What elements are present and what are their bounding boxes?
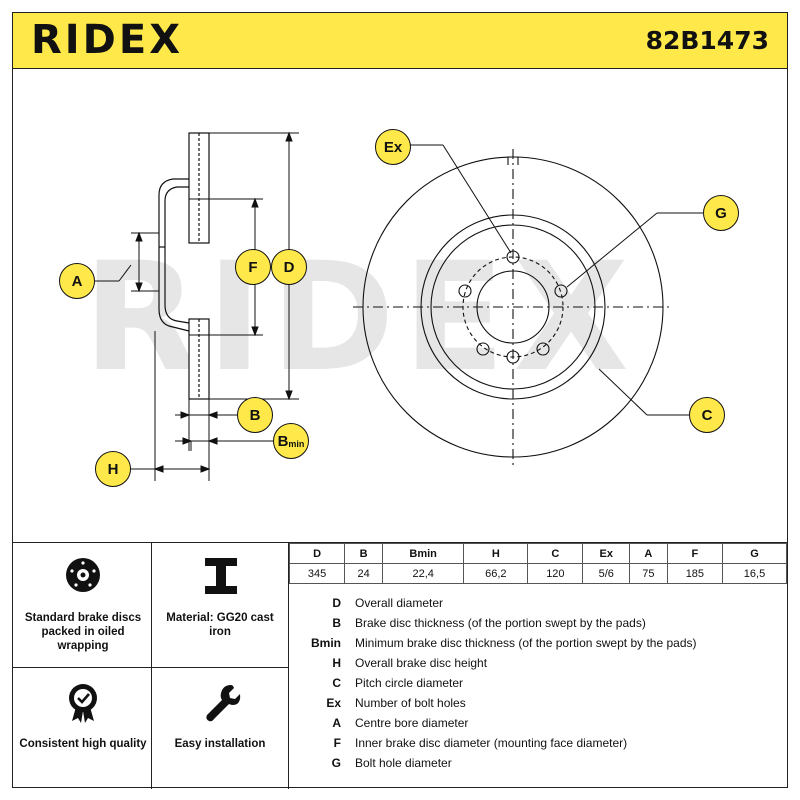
spec-value-cell: 75 bbox=[628, 563, 668, 584]
legend-row: Bmin Minimum brake disc thickness (of the… bbox=[289, 633, 787, 653]
spec-header-cell: G bbox=[721, 543, 788, 564]
grid-divider-h bbox=[13, 667, 289, 668]
legend-key: H bbox=[332, 656, 341, 670]
spec-header-cell: A bbox=[628, 543, 668, 564]
legend-desc: Bolt hole diameter bbox=[355, 756, 452, 770]
spec-header-cell: C bbox=[527, 543, 584, 564]
legend-key: B bbox=[332, 616, 341, 630]
brand-logo: RIDEX bbox=[31, 17, 184, 63]
legend-key: F bbox=[333, 736, 341, 750]
legend-desc: Centre bore diameter bbox=[355, 716, 469, 730]
watermark-logo: RIDEX bbox=[83, 231, 637, 405]
disc-front-view bbox=[353, 149, 673, 465]
legend-row: C Pitch circle diameter bbox=[289, 673, 787, 693]
legend-key: Bmin bbox=[311, 636, 341, 650]
callout-c: C bbox=[689, 397, 725, 433]
spec-header-cell: B bbox=[344, 543, 384, 564]
legend-key: A bbox=[332, 716, 341, 730]
legend-row: Ex Number of bolt holes bbox=[289, 693, 787, 713]
spec-table: D B Bmin H C Ex A F G 345 24 22,4 66,2 1… bbox=[288, 543, 788, 584]
spec-header-cell: Ex bbox=[582, 543, 630, 564]
callout-a: A bbox=[59, 263, 95, 299]
legend-row: H Overall brake disc height bbox=[289, 653, 787, 673]
legend-desc: Overall brake disc height bbox=[355, 656, 488, 670]
feature-label-wrapping: Standard brake discs packed in oiled wra… bbox=[24, 612, 142, 652]
legend-desc: Pitch circle diameter bbox=[355, 676, 464, 690]
quality-badge-icon bbox=[69, 684, 97, 723]
feature-label-quality: Consistent high quality bbox=[19, 738, 147, 750]
legend-desc: Minimum brake disc thickness (of the por… bbox=[355, 636, 697, 650]
i-beam-icon bbox=[205, 558, 237, 594]
feature-label-material: Material: GG20 cast iron bbox=[166, 612, 274, 638]
legend-desc: Overall diameter bbox=[355, 596, 444, 610]
feature-label-installation: Easy installation bbox=[174, 738, 266, 750]
legend-row: G Bolt hole diameter bbox=[289, 753, 787, 773]
spec-value-cell: 24 bbox=[344, 563, 384, 584]
product-sheet: RIDEX 82B1473 RIDEX bbox=[12, 12, 788, 789]
spec-value-row: 345 24 22,4 66,2 120 5/6 75 185 16,5 bbox=[288, 563, 788, 584]
callout-d: D bbox=[271, 249, 307, 285]
callout-g: G bbox=[703, 195, 739, 231]
disc-side-profile bbox=[158, 132, 210, 400]
spec-value-cell: 185 bbox=[666, 563, 723, 584]
callout-h: H bbox=[95, 451, 131, 487]
spec-value-cell: 5/6 bbox=[582, 563, 630, 584]
spec-value-cell: 120 bbox=[527, 563, 584, 584]
legend-row: D Overall diameter bbox=[289, 593, 787, 613]
grid-divider-v1 bbox=[151, 543, 152, 789]
callout-b: B bbox=[237, 397, 273, 433]
legend-desc: Brake disc thickness (of the portion swe… bbox=[355, 616, 646, 630]
callout-bmin-sub: min bbox=[288, 439, 305, 449]
header-bar: RIDEX 82B1473 bbox=[13, 13, 787, 69]
spec-header-cell: H bbox=[463, 543, 529, 564]
legend-desc: Inner brake disc diameter (mounting face… bbox=[355, 736, 628, 750]
part-number: 82B1473 bbox=[645, 26, 769, 55]
legend-desc: Number of bolt holes bbox=[355, 696, 466, 710]
callout-bmin-main: B bbox=[277, 432, 289, 450]
spec-value-cell: 345 bbox=[288, 563, 346, 584]
spec-header-cell: F bbox=[666, 543, 723, 564]
legend-key: D bbox=[332, 596, 341, 610]
spec-header-row: D B Bmin H C Ex A F G bbox=[288, 543, 788, 564]
legend-row: F Inner brake disc diameter (mounting fac… bbox=[289, 733, 787, 753]
spec-header-cell: Bmin bbox=[382, 543, 465, 564]
brake-disc-icon bbox=[66, 558, 100, 592]
technical-drawing: RIDEX bbox=[13, 69, 787, 543]
legend-row: A Centre bore diameter bbox=[289, 713, 787, 733]
legend-row: B Brake disc thickness (of the portion sw… bbox=[289, 613, 787, 633]
callout-f: F bbox=[235, 249, 271, 285]
spec-header-cell: D bbox=[288, 543, 346, 564]
legend-key: Ex bbox=[326, 696, 341, 710]
spec-value-cell: 66,2 bbox=[463, 563, 529, 584]
wrench-icon bbox=[206, 685, 241, 722]
grid-divider-v2 bbox=[288, 543, 289, 789]
legend-key: G bbox=[331, 756, 341, 770]
spec-value-cell: 16,5 bbox=[721, 563, 788, 584]
callout-ex: Ex bbox=[375, 129, 411, 165]
spec-value-cell: 22,4 bbox=[382, 563, 465, 584]
legend-key: C bbox=[332, 676, 341, 690]
